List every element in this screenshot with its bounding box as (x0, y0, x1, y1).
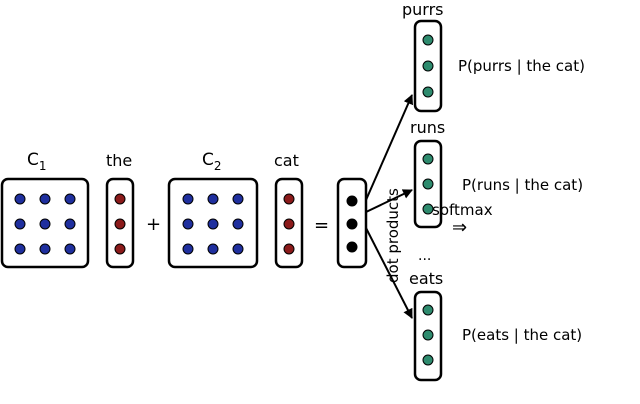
vector-dot (114, 243, 126, 255)
matrix-dot (14, 193, 26, 205)
matrix-dot (39, 218, 51, 230)
arrow-to-eats (365, 227, 413, 319)
vector-dot (283, 218, 295, 230)
dot-products-label: dot products (384, 188, 402, 283)
vector-dot (283, 243, 295, 255)
matrix-dot (207, 193, 219, 205)
vector-dot (346, 195, 358, 207)
c1-matrix (0, 177, 90, 269)
matrix-dot (14, 218, 26, 230)
output-vector-purrs-dots (422, 34, 434, 98)
output-vector-runs (413, 139, 443, 229)
probability-purrs: P(purrs | the cat) (458, 57, 585, 75)
matrix-dot (64, 193, 76, 205)
matrix-dot (232, 243, 244, 255)
ellipsis: ... (418, 248, 431, 264)
the-label: the (106, 151, 132, 170)
output-vector-eats-dots (422, 304, 434, 366)
vector-dot (422, 178, 434, 190)
the-vector (105, 177, 135, 269)
sum-vector-dots (346, 195, 358, 253)
equals-operator: = (314, 215, 329, 236)
vector-dot (422, 304, 434, 316)
cat-vector-dots (283, 193, 295, 255)
vector-dot (114, 193, 126, 205)
matrix-dot (182, 193, 194, 205)
vector-dot (346, 218, 358, 230)
vector-dot (422, 203, 434, 215)
plus-operator: + (146, 214, 161, 235)
the-vector-dots (114, 193, 126, 255)
vector-dot (422, 34, 434, 46)
sum-vector (336, 177, 368, 269)
output-word-purrs: purrs (402, 0, 444, 19)
matrix-dot (232, 218, 244, 230)
arrow-to-purrs (365, 94, 413, 201)
implies-arrow-icon: ⇒ (452, 217, 467, 238)
probability-eats: P(eats | the cat) (462, 326, 582, 344)
vector-dot (422, 60, 434, 72)
c1-matrix-dots (14, 193, 76, 255)
matrix-dot (207, 218, 219, 230)
c2-label: C2 (202, 150, 222, 173)
matrix-dot (182, 243, 194, 255)
vector-dot (422, 329, 434, 341)
matrix-dot (39, 193, 51, 205)
output-vector-runs-dots (422, 153, 434, 215)
arrow-to-runs (365, 189, 413, 213)
c2-matrix-dots (182, 193, 244, 255)
c1-label: C1 (27, 150, 47, 173)
matrix-dot (182, 218, 194, 230)
matrix-dot (64, 218, 76, 230)
matrix-dot (207, 243, 219, 255)
vector-dot (422, 354, 434, 366)
output-vector-eats (413, 290, 443, 382)
cat-label: cat (274, 151, 299, 170)
vector-dot (114, 218, 126, 230)
matrix-dot (14, 243, 26, 255)
matrix-dot (232, 193, 244, 205)
cat-vector (274, 177, 304, 269)
output-word-runs: runs (410, 118, 445, 137)
matrix-dot (39, 243, 51, 255)
c2-matrix (167, 177, 259, 269)
matrix-dot (64, 243, 76, 255)
vector-dot (422, 86, 434, 98)
softmax-label: softmax (432, 201, 493, 219)
vector-dot (283, 193, 295, 205)
output-vector-purrs (413, 19, 443, 113)
probability-runs: P(runs | the cat) (462, 176, 583, 194)
vector-dot (422, 153, 434, 165)
output-word-eats: eats (409, 269, 443, 288)
vector-dot (346, 241, 358, 253)
